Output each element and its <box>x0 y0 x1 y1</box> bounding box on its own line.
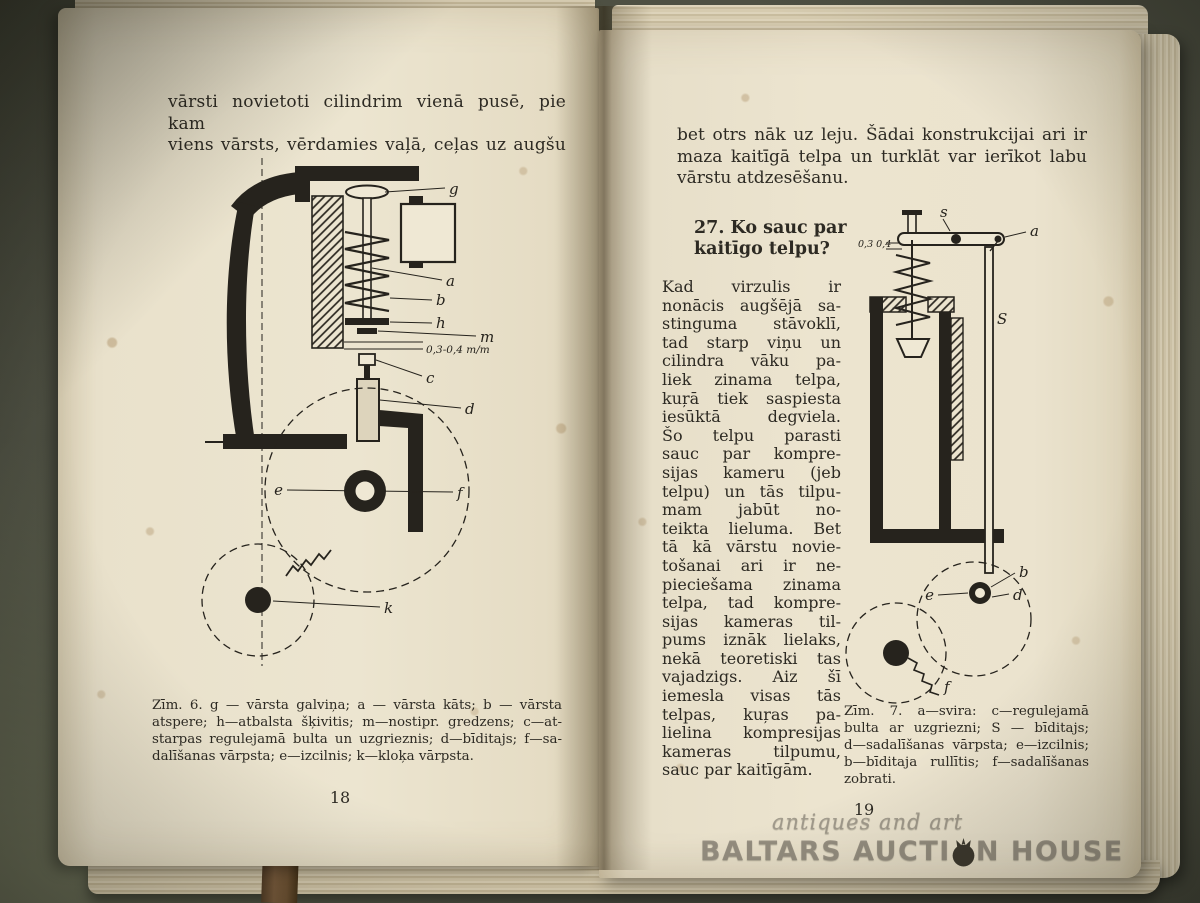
figure6-label-h: h <box>436 314 446 332</box>
figure7-label-d: d <box>1013 586 1023 604</box>
cylinder-wall <box>226 202 255 442</box>
top-bracket <box>295 166 419 181</box>
figure7-gap-note: 0,3 0,4 <box>858 239 891 250</box>
figure7-label-f: f <box>943 678 952 696</box>
figure6-gap-note: 0,3-0,4 m/m <box>426 344 490 356</box>
figure6-label-d: d <box>465 400 475 418</box>
figure7-label-e: e <box>925 586 934 604</box>
figure6-label-g: g <box>449 180 459 198</box>
figure-7-valve-gear-diagram: a s S b d e f 0,3 0,4 <box>845 203 1039 704</box>
cam-circle <box>264 387 470 593</box>
page-number-18: 18 <box>329 788 351 807</box>
cylinder-wall-right <box>939 312 951 543</box>
base <box>223 434 347 449</box>
figure6-label-m: m <box>480 328 494 346</box>
figure6-label-k: k <box>384 599 393 617</box>
gear-circle <box>845 602 947 704</box>
figure-6-valve-mechanism-diagram: g a b h m c d e f k 0,3-0,4 m/m <box>201 158 494 666</box>
cylinder-base <box>870 529 1004 543</box>
push-rod <box>984 246 994 574</box>
elbow-pipe <box>379 410 423 532</box>
valve-spring <box>892 254 934 326</box>
book-page-left: vārsti novietoti cilindrim vienā pusē, p… <box>58 8 599 866</box>
page-stack-edge-right <box>1136 34 1180 878</box>
figure7-label-S: S <box>997 310 1007 328</box>
valve-spring <box>344 230 390 313</box>
figure6-drawing <box>201 158 477 666</box>
lever-pivot <box>951 234 961 244</box>
figure6-label-f: f <box>456 484 465 502</box>
lock-ring <box>357 328 377 334</box>
hatched-section <box>311 195 344 349</box>
hatched-section <box>950 317 964 461</box>
figure6-label-b: b <box>436 291 446 309</box>
drive-squiggle <box>285 549 332 577</box>
figure6-label-a: a <box>446 272 455 290</box>
figure6-label-c: c <box>426 369 435 387</box>
valve-stem <box>362 197 372 321</box>
valve-head <box>345 184 389 200</box>
figure7-drawing <box>845 210 1032 704</box>
spring-washer <box>345 318 389 325</box>
crank-circle <box>201 543 315 657</box>
adjusting-nut <box>358 353 376 366</box>
crankshaft-hub <box>245 587 271 613</box>
gear-squiggle <box>907 657 940 696</box>
page-number-19: 19 <box>853 800 875 819</box>
figure-6-caption: Zīm. 6. g — vārsta galviņa; a — vārsta k… <box>152 698 562 764</box>
gear-hub <box>883 640 909 666</box>
book-page-right: bet otrs nāk uz leju. Šādai konstrukcija… <box>599 30 1141 878</box>
figure6-label-e: e <box>274 481 283 499</box>
figure7-label-s: s <box>940 203 948 221</box>
cam-circle <box>916 561 1032 677</box>
right-intro-paragraph: bet otrs nāk uz leju. Šādai konstrukcija… <box>677 125 1087 188</box>
figure7-label-a: a <box>1030 222 1039 240</box>
adjusting-screw <box>907 212 917 234</box>
left-intro-paragraph: vārsti novietoti cilindrim vienā pusē, p… <box>168 92 566 155</box>
valve-head <box>895 338 931 358</box>
figure7-label-b: b <box>1019 563 1029 581</box>
valve-port <box>399 202 457 264</box>
cylinder-wall-left <box>870 297 883 543</box>
